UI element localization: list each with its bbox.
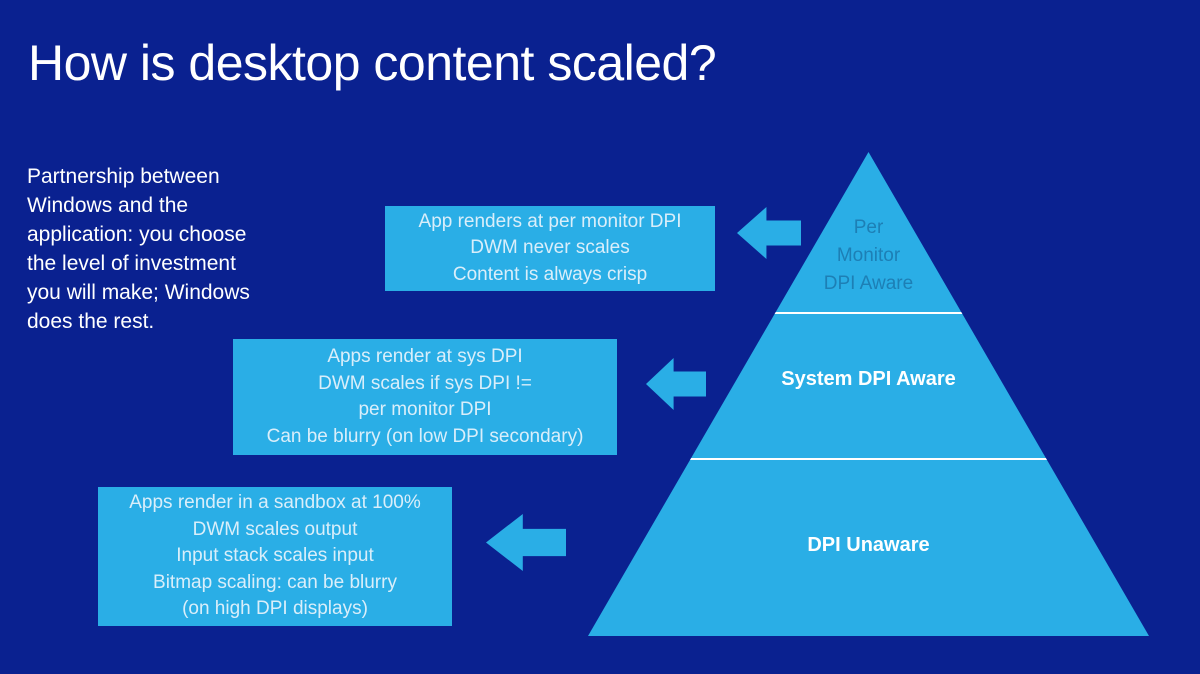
callout-line: DWM scales output — [192, 518, 358, 540]
intro-line: Partnership between — [27, 165, 220, 188]
callout-line: (on high DPI displays) — [182, 598, 368, 620]
callout-line: App renders at per monitor DPI — [418, 210, 682, 232]
tier-divider — [588, 458, 1149, 460]
callout-line: Input stack scales input — [176, 545, 374, 567]
callout-system-dpi: Apps render at sys DPI DWM scales if sys… — [233, 339, 617, 455]
left-arrow-icon — [486, 514, 566, 571]
callout-per-monitor-dpi: App renders at per monitor DPI DWM never… — [385, 206, 715, 291]
page-title: How is desktop content scaled? — [28, 35, 717, 91]
left-arrow-icon — [737, 207, 801, 259]
intro-line: Windows and the — [27, 194, 189, 217]
intro-line: application: you choose — [27, 223, 247, 246]
tier-label-line: DPI Aware — [823, 273, 914, 294]
left-arrow-icon — [646, 358, 706, 410]
callout-line: Can be blurry (on low DPI secondary) — [266, 425, 584, 447]
intro-line: the level of investment — [27, 252, 236, 275]
tier-label-system-dpi-aware: System DPI Aware — [781, 368, 956, 390]
callout-line: Apps render in a sandbox at 100% — [129, 492, 421, 514]
callout-line: Bitmap scaling: can be blurry — [153, 571, 397, 593]
tier-divider — [588, 312, 1149, 314]
tier-label-dpi-unaware: DPI Unaware — [807, 534, 930, 556]
callout-line: Apps render at sys DPI — [327, 346, 523, 367]
callout-line: DWM never scales — [470, 237, 630, 259]
callout-line: Content is always crisp — [452, 263, 648, 285]
intro-line: you will make; Windows — [27, 281, 250, 304]
intro-text: Partnership between Windows and the appl… — [27, 162, 250, 336]
intro-line: does the rest. — [27, 310, 155, 333]
tier-label-per-monitor-dpi-aware: Per Monitor DPI Aware — [588, 214, 1149, 298]
tier-label-line: Monitor — [836, 245, 901, 266]
callout-line: DWM scales if sys DPI != — [318, 372, 532, 394]
tier-label-line: Per — [853, 217, 884, 238]
callout-dpi-unaware: Apps render in a sandbox at 100% DWM sca… — [98, 487, 452, 626]
callout-line: per monitor DPI — [358, 399, 492, 420]
